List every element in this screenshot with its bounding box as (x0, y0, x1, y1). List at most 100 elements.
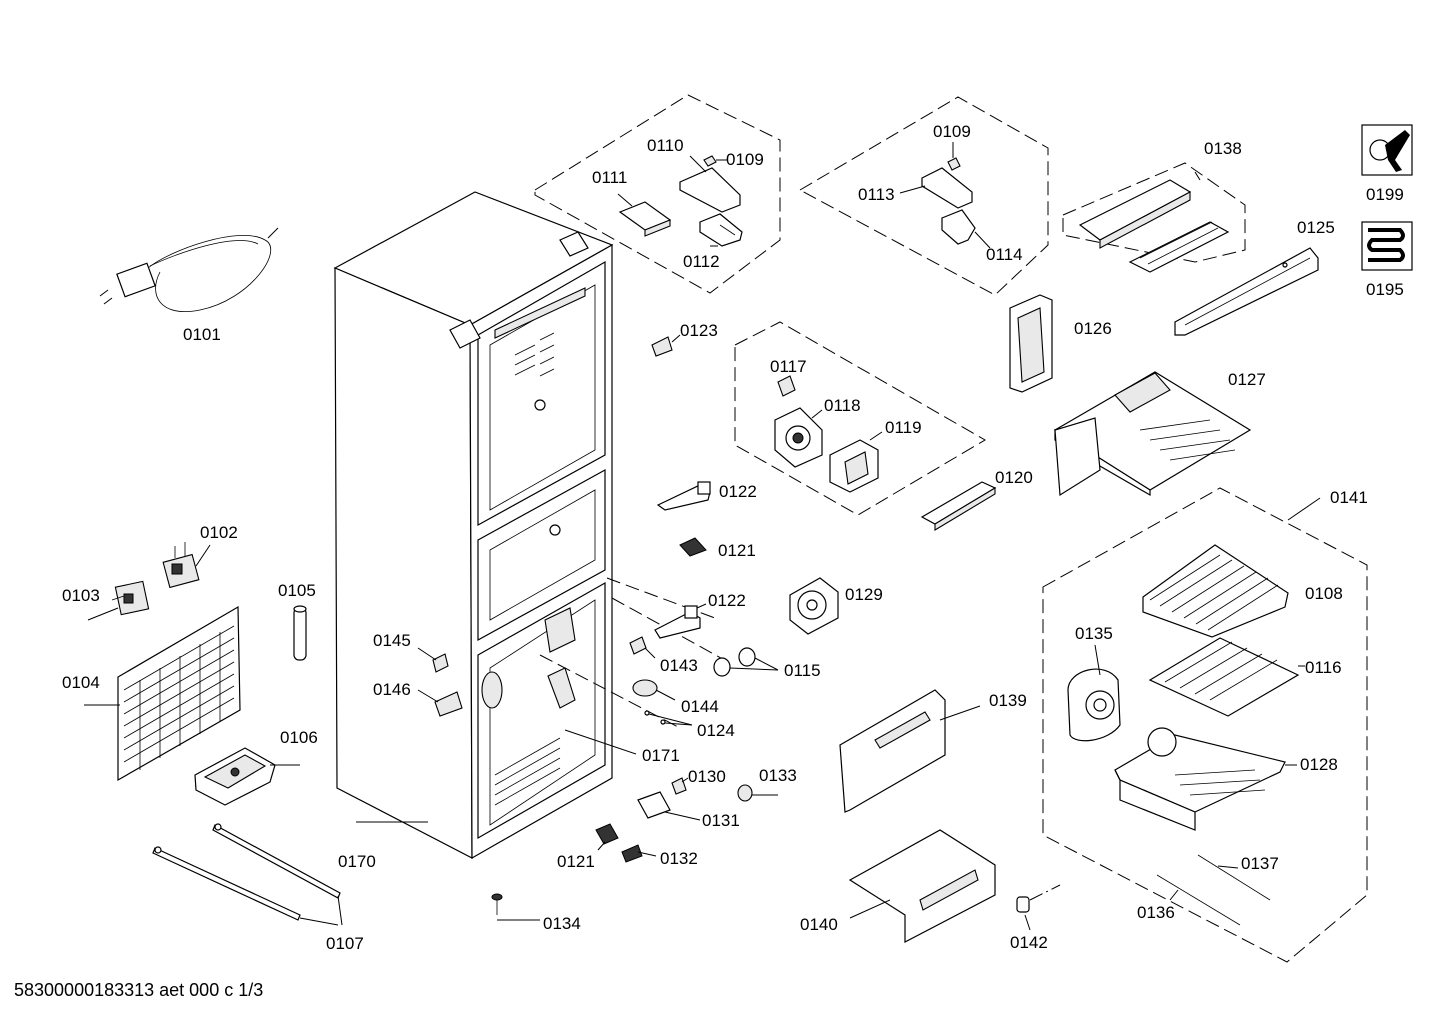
bush-part-0133 (737, 784, 778, 802)
nut-part-0109a (703, 155, 728, 167)
callout-0119: 0119 (885, 418, 922, 437)
display-part (1009, 294, 1053, 393)
thermostat-part (162, 542, 211, 589)
drain-tube-part (293, 605, 307, 661)
callout-0121b: 0121 (557, 852, 595, 871)
condenser-part (84, 605, 241, 782)
drip-tray-part (194, 747, 300, 806)
callout-0111: 0111 (592, 168, 627, 187)
callout-0131: 0131 (702, 811, 740, 830)
callout-0115: 0115 (784, 661, 821, 680)
sensor-board-part (920, 481, 997, 531)
callout-0122a: 0122 (719, 482, 757, 501)
cap-part-0144 (632, 679, 676, 701)
callout-0113: 0113 (858, 185, 895, 204)
fan-motor-part-0118 (774, 407, 823, 468)
clip-part-0146 (417, 689, 463, 717)
callout-0117: 0117 (770, 357, 807, 376)
callout-0132: 0132 (660, 849, 698, 868)
callout-0118: 0118 (824, 396, 861, 415)
cover-strip-part (1174, 247, 1319, 336)
callout-0140: 0140 (800, 915, 838, 934)
clip-part-0123 (651, 334, 681, 357)
hinge-pin-part-0122b (654, 603, 707, 639)
callout-0129: 0129 (845, 585, 883, 604)
callout-0109a: 0109 (726, 150, 764, 169)
callout-0105: 0105 (278, 581, 316, 600)
power-cord-part (99, 227, 279, 312)
callout-0170: 0170 (338, 852, 376, 871)
fan-housing-part-0119 (829, 431, 883, 493)
bush-part-0115 (713, 647, 779, 677)
callout-0130: 0130 (688, 767, 726, 786)
dash-link-0122 (606, 577, 716, 619)
hinge-part-0114 (941, 209, 991, 249)
bracket-part-0131 (637, 791, 701, 821)
callout-0195: 0195 (1366, 280, 1404, 299)
group-outline-evaporator (1042, 487, 1368, 963)
callout-0102: 0102 (200, 523, 238, 542)
cover-part-0139 (839, 689, 981, 813)
screw-part (491, 893, 540, 921)
callout-0124: 0124 (697, 721, 735, 740)
callout-0101: 0101 (183, 325, 221, 344)
hinge-pin-part-0122a (656, 481, 711, 511)
callout-0125: 0125 (1297, 218, 1335, 237)
screw-part-0124 (644, 710, 693, 726)
heater-part-0136 (1156, 874, 1241, 926)
cabinet-part (333, 191, 614, 860)
fan-clip-part-0117 (777, 375, 796, 397)
control-housing-part (1078, 171, 1230, 273)
callout-0133: 0133 (759, 766, 797, 785)
callout-0139: 0139 (989, 691, 1027, 710)
callout-0199: 0199 (1366, 185, 1404, 204)
callout-0136: 0136 (1137, 903, 1175, 922)
document-code: 58300000183313 aet 000 c 1/3 (14, 980, 264, 1000)
callout-0106: 0106 (280, 728, 318, 747)
group-outline-hinge-top-right (798, 96, 1049, 296)
callout-0145: 0145 (373, 631, 411, 650)
clip-part-0143 (629, 636, 656, 659)
callout-0126: 0126 (1074, 319, 1112, 338)
callout-0122b: 0122 (708, 591, 746, 610)
callout-0123: 0123 (680, 321, 718, 340)
callout-0116: 0116 (1305, 658, 1342, 677)
callout-0120: 0120 (995, 468, 1033, 487)
rails-part (152, 823, 343, 926)
callout-0108: 0108 (1305, 584, 1343, 603)
tools-icon (1361, 124, 1413, 176)
air-duct-part (1053, 371, 1252, 497)
plug-part-0142 (1016, 884, 1061, 931)
callout-0134: 0134 (543, 914, 581, 933)
callout-0135: 0135 (1075, 624, 1113, 643)
callout-0171: 0171 (642, 746, 680, 765)
callout-0107: 0107 (326, 934, 364, 953)
clip-part-0121b (595, 823, 619, 851)
grid-part-0116 (1148, 637, 1305, 717)
hinge-part-0112 (699, 213, 743, 247)
callout-0138: 0138 (1204, 139, 1242, 158)
callout-0112: 0112 (683, 252, 720, 271)
hinge-cover-part-0110 (679, 155, 741, 213)
group-outline-fan (734, 321, 986, 516)
callout-0109b: 0109 (933, 122, 971, 141)
callout-0128: 0128 (1300, 755, 1338, 774)
callout-0103: 0103 (62, 586, 100, 605)
heater-coil-icon (1361, 221, 1413, 271)
tray-part-0128 (1114, 727, 1297, 831)
cover-part-0140 (848, 829, 996, 943)
callout-0114: 0114 (986, 245, 1023, 264)
heater-part-0137 (1197, 854, 1271, 901)
clip-part-0130 (671, 777, 689, 795)
sensor-part (87, 580, 150, 621)
leader-0141 (1287, 497, 1321, 521)
callout-0127: 0127 (1228, 370, 1266, 389)
leader-0171 (564, 729, 637, 755)
fan-part-0129 (789, 577, 839, 635)
callout-0146: 0146 (373, 680, 411, 699)
fan-assembly-part-0135 (1067, 644, 1121, 742)
group-outline-hinge-top-left (534, 94, 781, 294)
evaporator-part-0108 (1142, 544, 1289, 638)
callout-0144: 0144 (681, 697, 719, 716)
